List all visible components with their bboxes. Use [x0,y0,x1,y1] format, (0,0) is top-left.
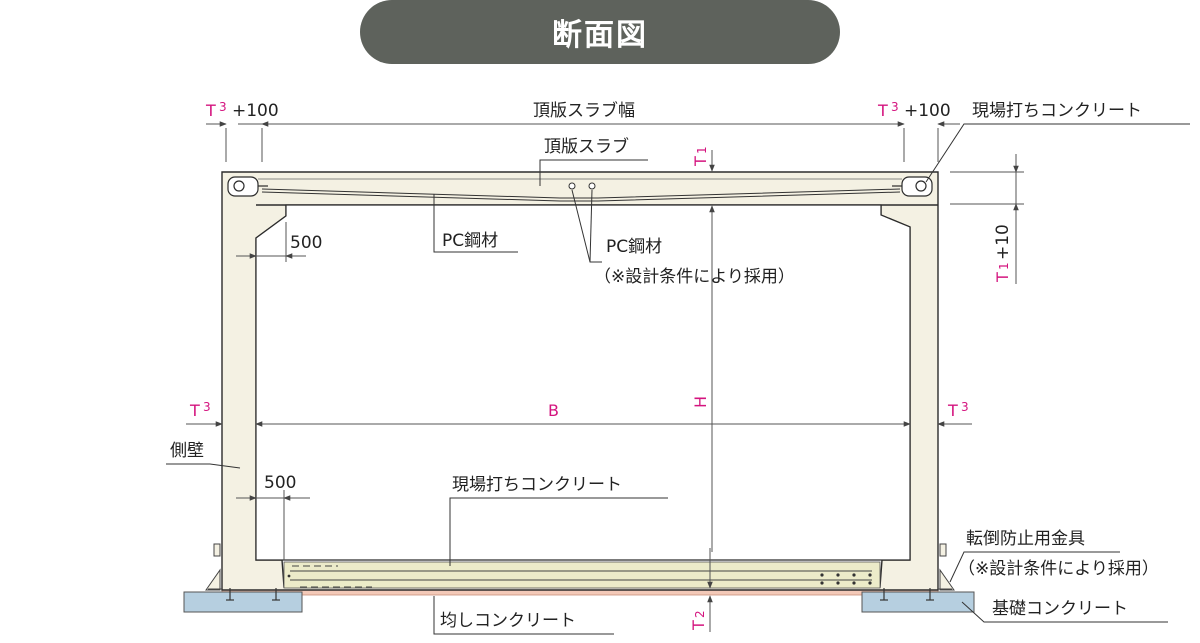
dim-top-slab-width [206,121,960,162]
label-cast-concrete-bottom: 現場打ちコンクリート [452,475,622,495]
top-slab-joint-right [892,176,933,197]
anti-overturn-bracket-right [938,543,955,591]
label-anti-overturn: 転倒防止用金具 [966,529,1085,549]
label-cast-concrete-top: 現場打ちコンクリート [972,101,1142,121]
label-pc-steel-note: （※設計条件により採用） [594,267,795,287]
dim-haunch-bottom [236,490,310,560]
dim-plus10: +10 [993,224,1013,260]
inner-opening [255,204,911,561]
pc-steel-optional-1 [568,182,576,190]
dim-t1-label: T [691,156,710,167]
foundation-right [861,591,975,613]
dim-t1-right-label: T [993,272,1012,283]
bottom-cast-concrete [283,561,881,589]
bottom-rebar-dots [287,573,872,585]
label-side-wall: 側壁 [170,441,204,461]
dim-t1-sub: 1 [695,146,709,154]
dim-t2-sub: 2 [693,610,707,618]
dim-width-b-label: B [548,401,559,420]
dim-t2-label: T [689,620,708,631]
dim-t3-left-wall-label: T [189,401,200,420]
dim-t3-right-top-sub: 3 [891,100,899,114]
dim-haunch-bottom-500: 500 [264,473,296,493]
foundation-left [183,591,303,613]
dim-haunch-top-500: 500 [290,233,322,253]
bottom-rebar-lines [290,570,872,581]
dim-plus100-left: +100 [232,101,279,121]
label-top-slab-width: 頂版スラブ幅 [533,100,635,121]
dim-t3-right-wall-label: T [947,401,958,420]
dim-t3-left-wall-sub: 3 [203,400,211,414]
label-top-slab: 頂版スラブ [544,136,629,157]
dim-t1-plus10 [950,154,1024,284]
top-slab-joint-left [227,176,268,197]
dim-t3-right-wall-sub: 3 [961,400,969,414]
bottom-dashed-marks [292,565,372,588]
pc-steel-tendon [261,188,901,199]
label-pc-steel: PC鋼材 [442,231,498,251]
label-pc-steel-optional: PC鋼材 [606,237,662,257]
dim-t3-left-top: T [205,101,216,120]
label-leveling-concrete: 均しコンクリート [440,611,576,631]
page-title: 断面図 [552,18,648,53]
label-anti-overturn-note: （※設計条件により採用） [958,559,1159,579]
anti-overturn-bracket-left [205,543,222,591]
dim-t3-left-top-sub: 3 [219,100,227,114]
pc-steel-optional-2 [588,182,596,190]
title-banner: 断面図 [360,0,840,64]
label-foundation-concrete: 基礎コンクリート [992,599,1128,619]
dim-t3-right-top: T [877,101,888,120]
dim-haunch-top [236,222,306,262]
dim-plus100-right: +100 [904,101,951,121]
dim-t1-right-sub: 1 [997,262,1011,270]
dim-height-h: H [691,396,710,408]
anchor-bolts [226,588,934,601]
pc-steel-tendon-2 [261,191,901,202]
